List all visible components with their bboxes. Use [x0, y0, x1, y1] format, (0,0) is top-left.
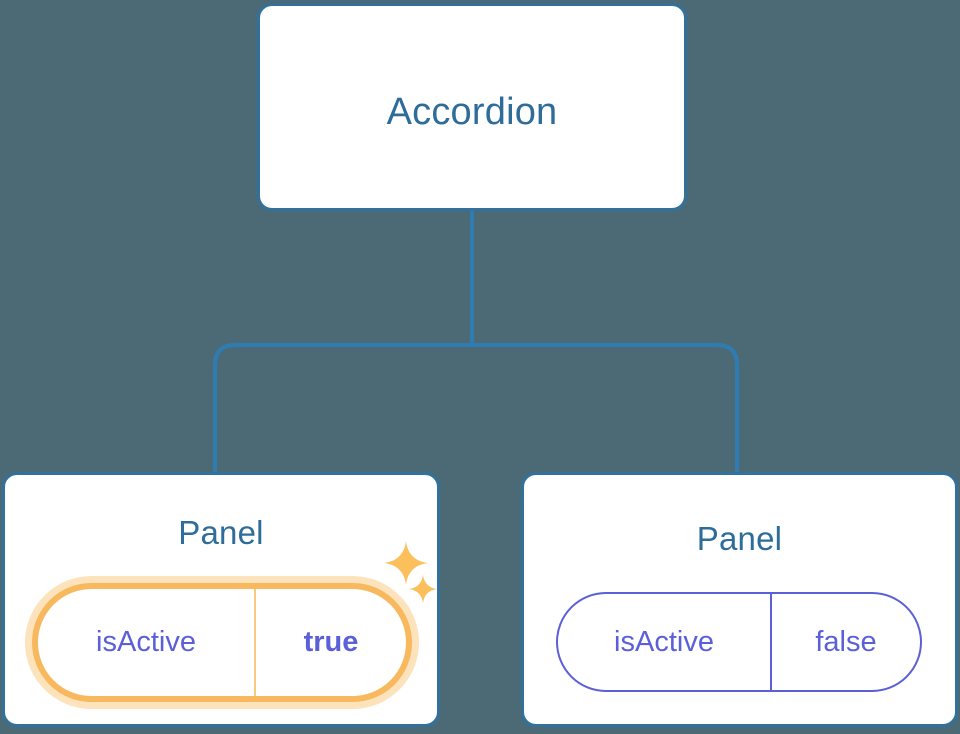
prop-pill-isactive-false[interactable]: isActive false — [556, 592, 922, 692]
node-panel-inactive-title: Panel — [696, 520, 783, 557]
prop-value-label: true — [303, 626, 359, 658]
edge-bus-to-panel-left — [213, 343, 472, 472]
node-panel-active-title: Panel — [178, 514, 264, 551]
node-accordion[interactable]: Accordion — [257, 3, 687, 211]
prop-key-label: isActive — [38, 589, 256, 696]
edge-bus-to-panel-right — [472, 343, 739, 472]
prop-value-label: false — [815, 625, 877, 658]
prop-pill-isactive-true[interactable]: isActive true — [32, 583, 412, 702]
node-accordion-title: Accordion — [386, 91, 558, 133]
prop-key-label: isActive — [558, 594, 772, 690]
